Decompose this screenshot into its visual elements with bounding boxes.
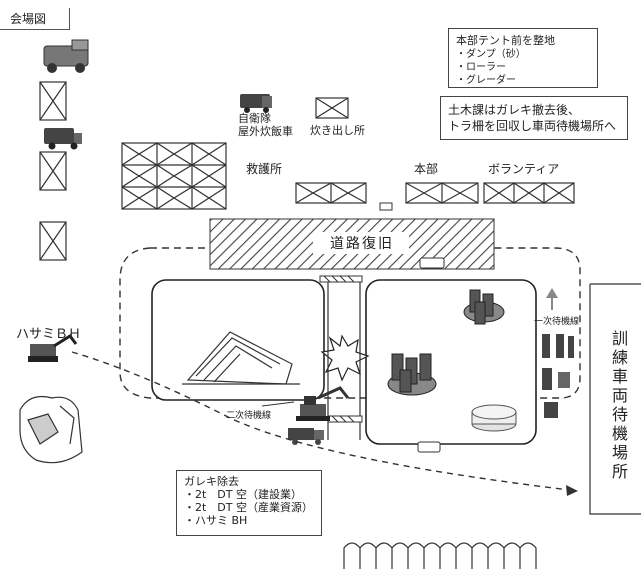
barricade-top xyxy=(319,275,363,283)
debris-removal-item: ・2t DT 空（建設業） xyxy=(184,488,302,501)
drum-barrels-bottom-icon xyxy=(387,353,437,396)
field-kitchen-truck-icon xyxy=(240,94,272,113)
drum-barrels-top-icon xyxy=(463,289,505,325)
road-recovery-label-bg xyxy=(313,232,409,254)
grading-note-item: ・グレーダー xyxy=(456,75,516,86)
barricade-bottom xyxy=(327,415,363,423)
debris-pile-icon xyxy=(19,395,83,464)
military-truck-icon xyxy=(43,39,89,73)
debris-removal-item: ・ハサミ BH xyxy=(184,514,248,527)
training-area-box xyxy=(589,283,641,515)
cooking-station-tent xyxy=(315,97,349,119)
jieitai-label: 自衛隊 xyxy=(238,112,271,125)
grading-note: 本部テント前を整地 ・ダンプ（砂） ・ローラー ・グレーダー xyxy=(448,28,598,88)
road-recovery-label: 道路復旧 xyxy=(330,236,394,252)
water-tank-icon xyxy=(471,404,517,432)
traffic-loop xyxy=(119,247,581,399)
secondary-standby-label: 二次待機線 xyxy=(226,411,272,421)
scissor-excavator-label: ハサミＢＨ xyxy=(16,327,82,342)
fence-icon xyxy=(343,542,537,569)
headquarters-label: 本部 xyxy=(414,162,439,176)
grading-note-item: ・ローラー xyxy=(456,62,506,73)
tent-row-aid xyxy=(295,182,367,204)
collapsed-house-icon xyxy=(182,331,300,385)
grading-note-heading: 本部テント前を整地 xyxy=(456,34,555,47)
civil-engineering-note-line: 土木課はガレキ撤去後、 xyxy=(448,103,581,117)
cooking-station-label: 炊き出し所 xyxy=(310,124,365,137)
tent-row-hq xyxy=(405,182,479,204)
car-icon xyxy=(419,257,445,269)
aid-station-label: 救護所 xyxy=(246,162,283,176)
tent-grid xyxy=(121,142,227,210)
map-title: 会場図 xyxy=(0,8,70,30)
training-area-label: 訓練車両待機場所 xyxy=(609,330,628,482)
grading-note-item: ・ダンプ（砂） xyxy=(456,49,526,60)
civil-engineering-note-line: トラ柵を回収し車両待機場所へ xyxy=(448,119,617,133)
debris-route-arrow xyxy=(71,351,571,491)
dump-truck-icon xyxy=(288,428,324,445)
volunteer-label: ボランティア xyxy=(488,162,560,176)
car-icon xyxy=(417,441,441,453)
field-kitchen-label: 屋外炊飯車 xyxy=(238,125,293,138)
debris-removal-item: ・2t DT 空（産業資源） xyxy=(184,501,313,514)
explosion-icon xyxy=(320,334,370,382)
collapsed-building-area xyxy=(151,279,325,401)
small-marker xyxy=(379,202,393,211)
debris-removal-heading: ガレキ除去 xyxy=(184,475,239,488)
van-icon xyxy=(44,128,82,150)
left-tent-column xyxy=(39,81,67,261)
primary-standby-label: 一次待機線 xyxy=(534,317,580,327)
excavator-icon xyxy=(296,386,350,421)
debris-removal-note: ガレキ除去 ・2t DT 空（建設業） ・2t DT 空（産業資源） ・ハサミ … xyxy=(176,470,322,536)
civil-engineering-note: 土木課はガレキ撤去後、 トラ柵を回収し車両待機場所へ xyxy=(440,96,628,140)
exit-arrow-icon xyxy=(546,288,558,298)
standby-vehicles xyxy=(542,334,574,418)
tent-row-volunteer xyxy=(483,182,575,204)
scissor-excavator-icon xyxy=(28,333,78,362)
road-recovery-zone xyxy=(209,218,495,270)
